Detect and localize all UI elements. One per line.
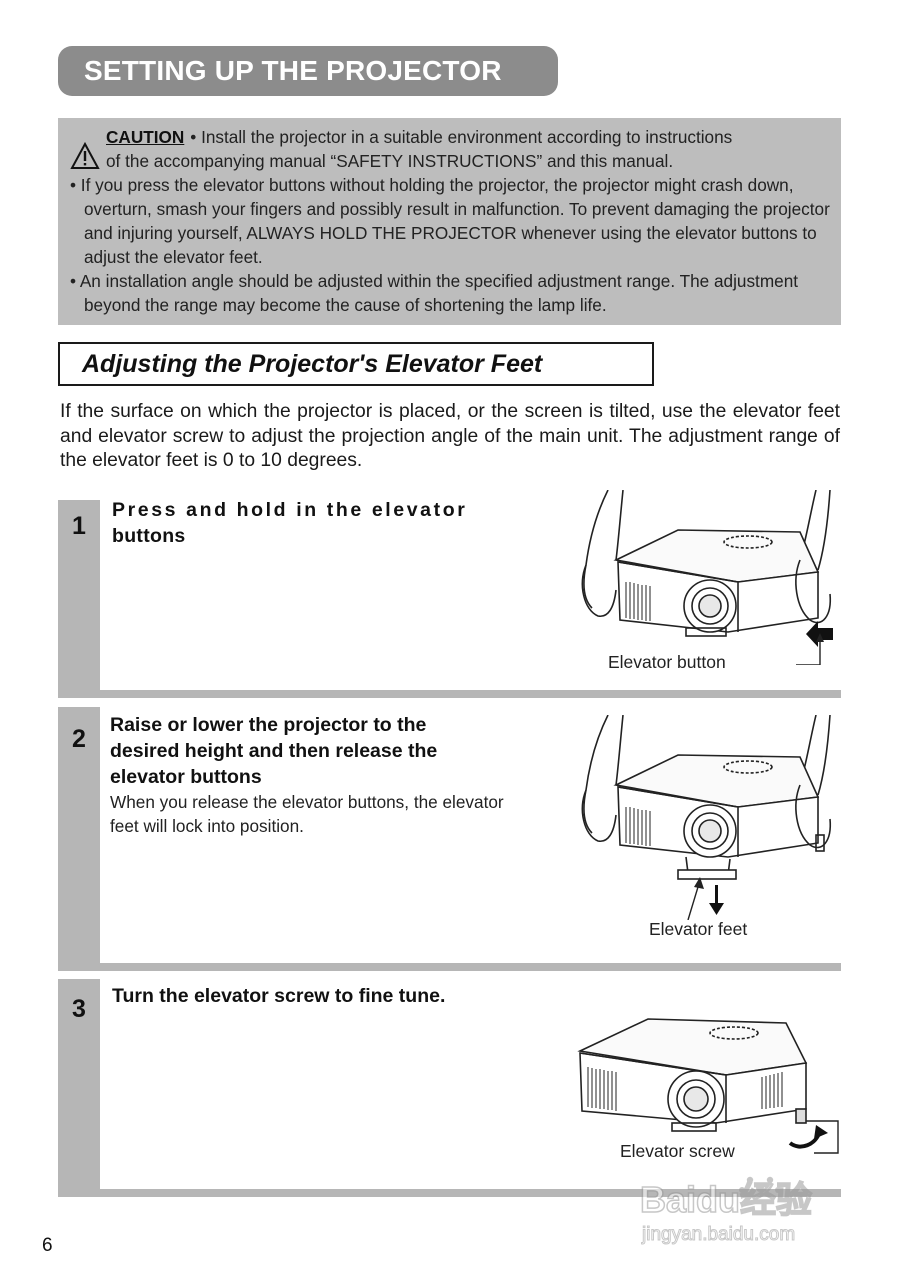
step-title: Turn the elevator screw to fine tune. xyxy=(112,985,446,1007)
page-number: 6 xyxy=(42,1235,53,1256)
svg-text:Baidu经验: Baidu经验 xyxy=(640,1179,812,1220)
caution-label: CAUTION xyxy=(106,127,185,147)
step-number: 3 xyxy=(72,995,86,1023)
baidu-watermark-logo: Baidu经验 jingyan.baidu.com xyxy=(640,1176,813,1246)
caution-first-line: • Install the projector in a suitable en… xyxy=(190,127,733,147)
figure-label-elevator-button: Elevator button xyxy=(608,652,726,672)
caution-first-line-cont: of the accompanying manual “SAFETY INSTR… xyxy=(106,151,674,171)
caution-intro: CAUTION• Install the projector in a suit… xyxy=(70,125,831,173)
projector-raise-illustration xyxy=(581,715,832,920)
step-number: 2 xyxy=(72,725,86,753)
caution-box: CAUTION• Install the projector in a suit… xyxy=(58,118,841,325)
caution-bullet: • An installation angle should be adjust… xyxy=(70,271,799,315)
svg-text:jingyan.baidu.com: jingyan.baidu.com xyxy=(641,1224,795,1245)
intro-paragraph: If the surface on which the projector is… xyxy=(60,401,840,471)
page-title: SETTING UP THE PROJECTOR xyxy=(58,46,558,96)
step-number: 1 xyxy=(72,512,86,540)
section-title: Adjusting the Projector's Elevator Feet xyxy=(58,342,654,386)
figure-label-elevator-feet: Elevator feet xyxy=(649,919,748,939)
step-3: 3 Turn the elevator screw to fine tune. xyxy=(58,979,841,1197)
projector-screw-illustration xyxy=(577,1018,839,1154)
projector-hold-illustration xyxy=(581,490,833,665)
warning-triangle-icon xyxy=(70,142,100,169)
step-description: When you release the elevator buttons, t… xyxy=(110,792,504,836)
caution-bullet: • If you press the elevator buttons with… xyxy=(70,175,830,267)
figure-label-elevator-screw: Elevator screw xyxy=(620,1141,735,1161)
